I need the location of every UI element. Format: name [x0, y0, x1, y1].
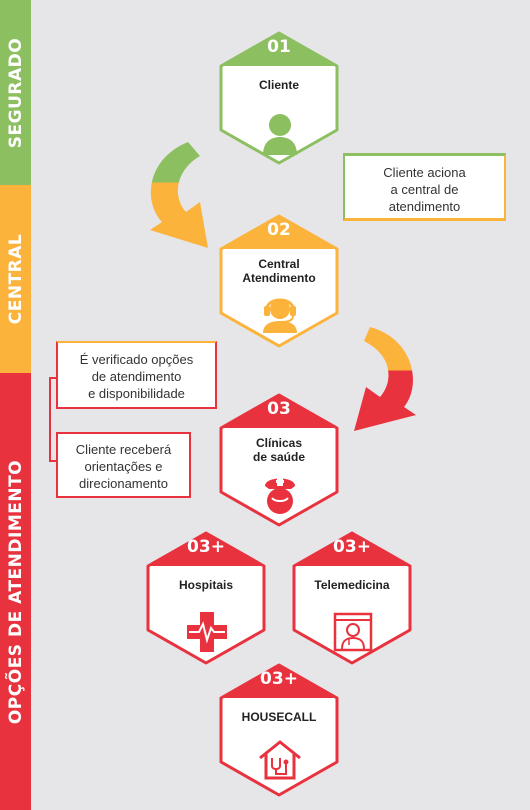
step-cliente: 01 Cliente	[218, 30, 340, 166]
band-central-label: CENTRAL	[5, 233, 26, 325]
band-segurado-label: SEGURADO	[5, 37, 26, 148]
step-cliente-title: Cliente	[258, 78, 299, 92]
step-housecall-number: 03+	[260, 669, 298, 689]
note-verificado: É verificado opções de atendimento e dis…	[56, 341, 217, 409]
step-clinicas-title: Clínicas de saúde	[252, 436, 306, 464]
band-opcoes-label: OPÇÕES DE ATENDIMENTO	[5, 459, 26, 724]
step-clinicas-number: 03	[267, 399, 291, 419]
arrow-central-to-opcoes	[354, 327, 416, 431]
nurse-icon	[265, 478, 295, 514]
step-housecall: 03+ HOUSECALL	[218, 662, 340, 798]
note-connector	[49, 377, 58, 462]
step-hospitais: 03+ Hospitais	[145, 530, 267, 666]
person-icon	[263, 114, 297, 155]
headset-agent-icon	[263, 298, 297, 333]
step-central-number: 02	[267, 220, 291, 240]
note-recebera: Cliente receberá orientações e direciona…	[56, 432, 191, 498]
step-clinicas: 03 Clínicas de saúde	[218, 392, 340, 528]
step-cliente-number: 01	[267, 37, 291, 57]
band-opcoes: OPÇÕES DE ATENDIMENTO	[0, 373, 31, 810]
step-housecall-title: HOUSECALL	[241, 710, 317, 724]
step-telemedicina: 03+ Telemedicina	[291, 530, 413, 666]
band-segurado: SEGURADO	[0, 0, 31, 185]
band-central: CENTRAL	[0, 185, 31, 373]
note-aciona: Cliente aciona a central de atendimento	[343, 153, 506, 221]
doctor-screen-icon	[333, 612, 373, 652]
step-hospitais-title: Hospitais	[178, 578, 233, 592]
step-telemedicina-number: 03+	[333, 537, 371, 557]
medical-cross-icon	[187, 612, 227, 652]
arrow-segurado-to-central	[150, 142, 208, 248]
step-central: 02 Central Atendimento	[218, 213, 340, 349]
step-hospitais-number: 03+	[187, 537, 225, 557]
house-icon	[259, 740, 301, 780]
step-telemedicina-title: Telemedicina	[314, 578, 390, 592]
step-central-title: Central Atendimento	[242, 257, 316, 285]
